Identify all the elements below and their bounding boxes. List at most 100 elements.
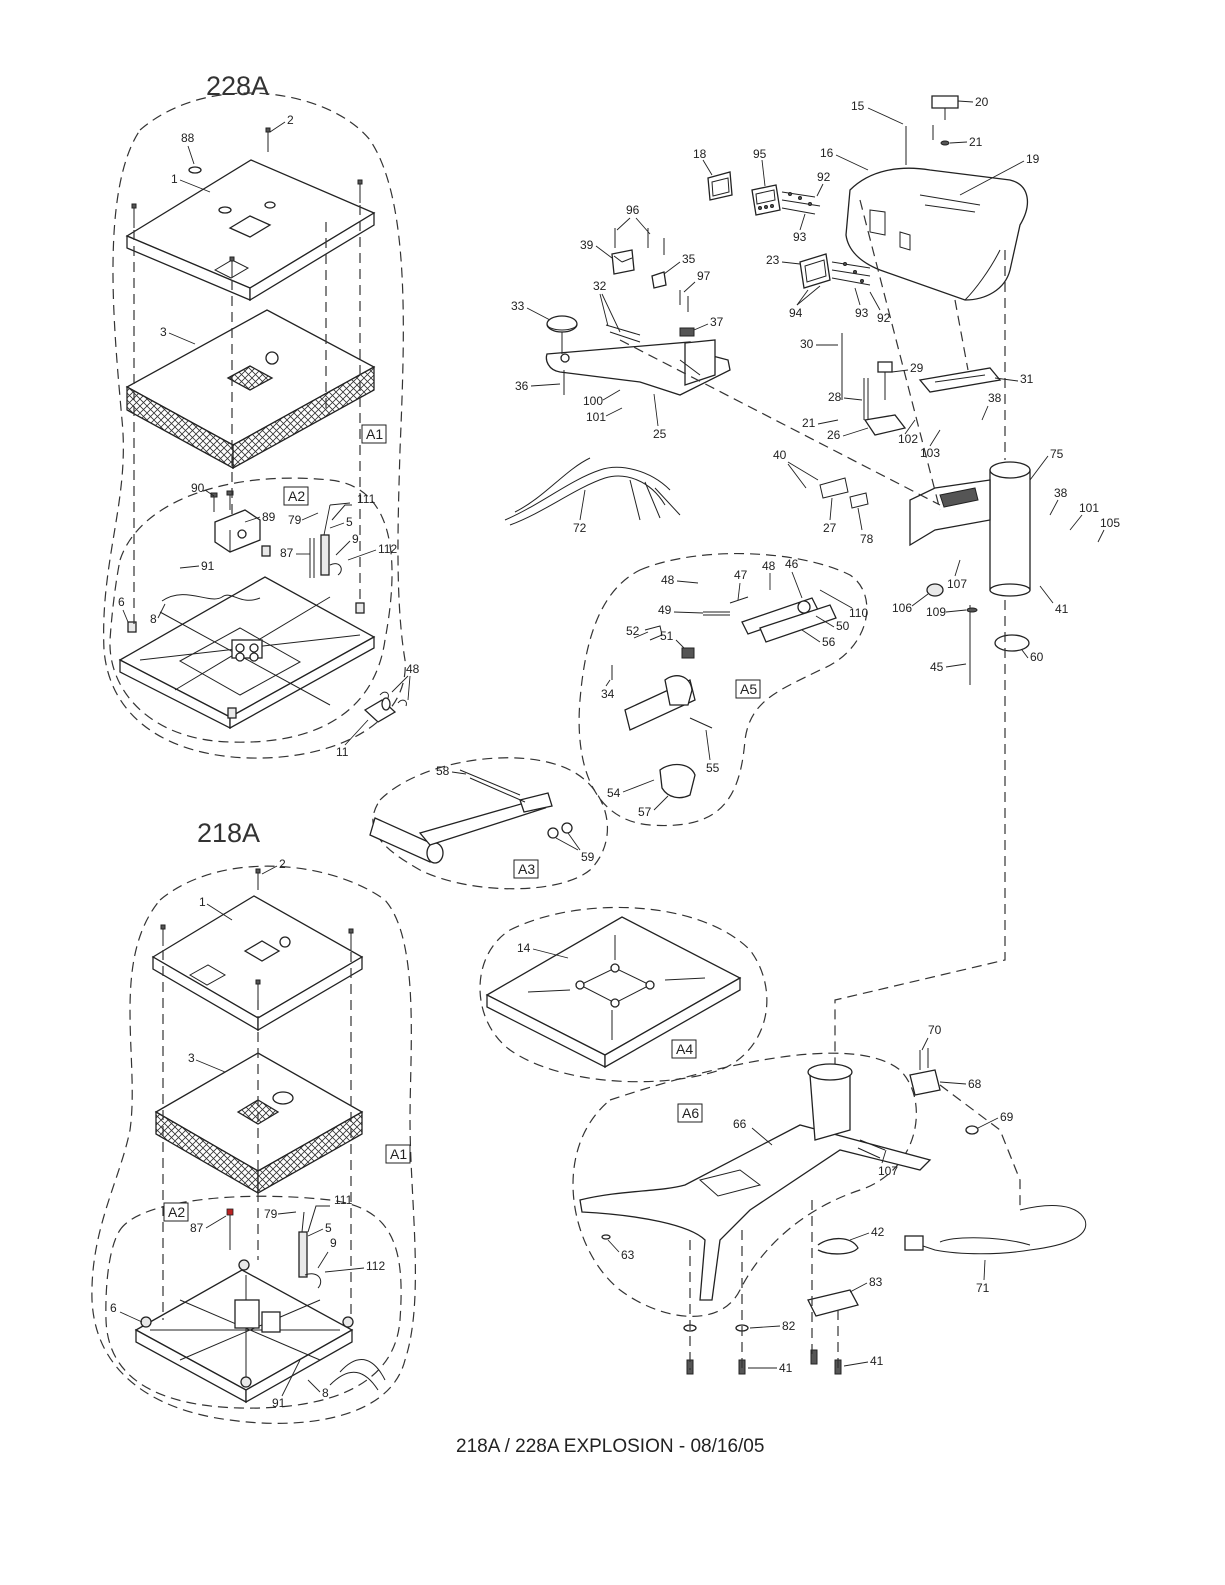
pin-part-55: [689, 717, 713, 729]
callout-100: 100: [583, 394, 603, 408]
callout-93: 93: [793, 230, 807, 244]
callout-68: 68: [968, 1077, 982, 1091]
springs-part-58: [459, 769, 526, 803]
callout-90: 90: [191, 481, 205, 495]
link-plate-part-56: [741, 597, 837, 643]
callout-9-218a: 9: [330, 1236, 337, 1250]
assembly-box-a2-top: A2: [283, 486, 309, 506]
pin-part-47: [729, 596, 749, 604]
base-group-a6: [572, 1048, 1087, 1375]
assembly-labels: A1 A2 A1 A2 A3 A4 A5 A6: [163, 424, 761, 1222]
callout-54: 54: [607, 786, 621, 800]
callout-92b: 92: [877, 311, 891, 325]
callout-21b: 21: [802, 416, 816, 430]
callout-109: 109: [926, 605, 946, 619]
callout-101: 101: [586, 410, 606, 424]
bolt-part-29: [877, 361, 893, 400]
callout-87-218a: 87: [190, 1221, 204, 1235]
callout-97: 97: [697, 269, 711, 283]
axle-part-11: [363, 691, 407, 723]
callout-83: 83: [869, 1275, 883, 1289]
callout-33: 33: [511, 299, 525, 313]
callout-93b: 93: [855, 306, 869, 320]
model-218a-title: 218A: [197, 818, 260, 848]
rod-part-87-218a: [226, 1208, 234, 1250]
callout-106: 106: [892, 601, 912, 615]
callout-8-218a: 8: [322, 1386, 329, 1400]
callout-89: 89: [262, 510, 276, 524]
callout-82: 82: [782, 1319, 796, 1333]
svg-text:A2: A2: [288, 488, 305, 504]
callout-101b: 101: [1079, 501, 1099, 515]
screws-part-70: [919, 1048, 929, 1070]
column-part-75: [909, 461, 1031, 597]
callouts-linkage: 48 47 48 46 49 110 50 56 52 51 34 55 54 …: [436, 557, 868, 864]
platform-218a-group: [91, 865, 416, 1424]
top-plate-part-1: [125, 159, 376, 302]
callout-32: 32: [593, 279, 607, 293]
switch-part-39: [611, 249, 635, 275]
knob-part-33: [546, 315, 578, 354]
ring-part-42: [817, 1237, 859, 1255]
callout-91-218a: 91: [272, 1396, 286, 1410]
callout-11: 11: [336, 745, 349, 759]
callout-27: 27: [823, 521, 837, 535]
lever-arm-part-25: [545, 339, 731, 396]
callout-94: 94: [789, 306, 803, 320]
callout-107: 107: [947, 577, 967, 591]
callout-3-218a: 3: [188, 1051, 195, 1065]
housing-part-16: [845, 167, 1029, 301]
cable-part-8: [161, 594, 261, 602]
callout-105: 105: [1100, 516, 1120, 530]
callout-71: 71: [976, 1281, 990, 1295]
spring-part-51: [681, 647, 695, 659]
callout-79-218a: 79: [264, 1207, 278, 1221]
screws-part-90: [210, 490, 234, 512]
arm-part-a5: [624, 675, 696, 731]
plate-part-83: [807, 1289, 859, 1317]
bushing-part-106: [926, 583, 944, 597]
wire-part-9-218a: [304, 1273, 322, 1289]
assembly-box-a2-bottom: A2: [163, 1202, 189, 1222]
callout-30: 30: [800, 337, 814, 351]
callout-19: 19: [1026, 152, 1040, 166]
group-outline-a6: [572, 1052, 917, 1317]
subgroup-outline-a2-top: [109, 477, 393, 743]
group-outline-a5: [578, 552, 868, 827]
display-part-18: [707, 171, 733, 201]
callout-23: 23: [766, 253, 780, 267]
pin-part-49: [703, 611, 730, 616]
callout-18: 18: [693, 147, 707, 161]
callout-107-base: 107: [878, 1164, 898, 1178]
callout-37: 37: [710, 315, 724, 329]
cap-part-88: [188, 166, 202, 174]
clip-part-37: [679, 327, 695, 337]
callout-16: 16: [820, 146, 834, 160]
callout-5: 5: [346, 515, 353, 529]
callout-31: 31: [1020, 372, 1034, 386]
svg-text:A3: A3: [518, 861, 535, 877]
callouts-base: 70 68 66 69 107 63 42 71 83 82 41 41: [607, 1023, 1014, 1375]
callout-42: 42: [871, 1225, 885, 1239]
callout-48b-a5: 48: [762, 559, 776, 573]
screws-parts-96-97: [614, 228, 689, 312]
callout-52: 52: [626, 624, 640, 638]
callout-8: 8: [150, 612, 157, 626]
callout-40: 40: [773, 448, 787, 462]
callout-111: 111: [357, 492, 376, 506]
wire-part-111-218a: [301, 1205, 330, 1233]
plate-part-78: [849, 492, 869, 509]
callout-35: 35: [682, 252, 696, 266]
callout-55: 55: [706, 761, 720, 775]
callout-96: 96: [626, 203, 640, 217]
callouts-top-platform: 88 2 1 3 90 89 111 79 5 87 9 112 91 6 8 …: [118, 113, 420, 759]
callout-51: 51: [660, 629, 674, 643]
callout-41: 41: [1055, 602, 1069, 616]
callout-29: 29: [910, 361, 924, 375]
callout-9: 9: [352, 532, 359, 546]
callout-45: 45: [930, 660, 944, 674]
group-outline-a3: [372, 757, 608, 890]
bracket-part-89: [214, 509, 261, 553]
callout-111-218a: 111: [334, 1193, 353, 1207]
